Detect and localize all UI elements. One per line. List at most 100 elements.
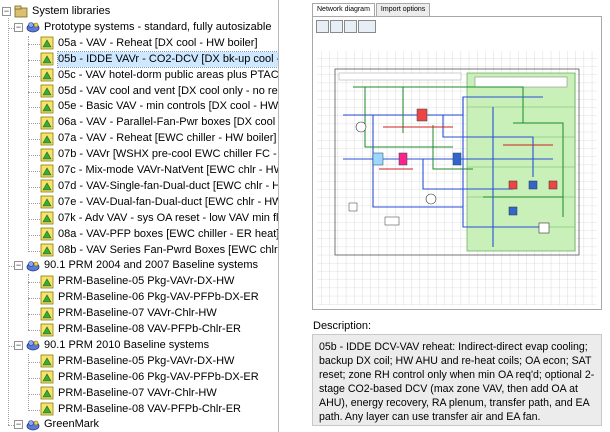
tree-guide-line xyxy=(28,409,40,411)
tree-item[interactable]: 06a - VAV - Parallel-Fan-Pwr boxes [DX c… xyxy=(40,115,279,130)
tree-item[interactable]: 07e - VAV-Dual-fan-Dual-duct [EWC chlr -… xyxy=(40,195,279,210)
system-icon xyxy=(40,195,54,209)
system-icon xyxy=(40,84,54,98)
tree-item[interactable]: PRM-Baseline-05 Pkg-VAVr-DX-HW xyxy=(40,274,234,289)
tree-item[interactable]: PRM-Baseline-05 Pkg-VAVr-DX-HW xyxy=(40,354,234,369)
zone-area xyxy=(466,72,576,252)
tree-item[interactable]: PRM-Baseline-06 Pkg-VAV-PFPb-DX-ER xyxy=(40,290,259,305)
system-icon xyxy=(40,179,54,193)
tree-item-label: Prototype systems - standard, fully auto… xyxy=(44,20,272,33)
supply-pipes xyxy=(379,126,553,170)
tree-item[interactable]: 07c - Mix-mode VAVr-NatVent [EWC chlr - … xyxy=(40,163,278,178)
tree-item-label: 05d - VAV cool and vent [DX cool only - … xyxy=(58,84,279,97)
tree-guide-line xyxy=(28,202,40,204)
tree-group[interactable]: − 90.1 PRM 2010 Baseline systems xyxy=(14,338,209,353)
tree-guide-line xyxy=(28,43,40,45)
collapse-toggle-icon[interactable]: − xyxy=(14,260,23,271)
tree-item-label: PRM-Baseline-08 VAV-PFPb-Chlr-ER xyxy=(58,402,241,415)
tree-guide-line xyxy=(28,107,40,109)
system-icon xyxy=(40,100,54,114)
system-boundary xyxy=(334,68,580,256)
tree-guide-line xyxy=(8,266,14,268)
tree-item[interactable]: 05b - IDDE VAVr - CO2-DCV [DX bk-up cool… xyxy=(40,50,278,68)
tree-guide-line xyxy=(28,35,29,251)
tree-item[interactable]: 05a - VAV - Reheat [DX cool - HW boiler] xyxy=(40,36,258,51)
tree-item[interactable]: PRM-Baseline-07 VAVr-Chlr-HW xyxy=(40,306,217,321)
tree-item[interactable]: 05c - VAV hotel-dorm public areas plus P… xyxy=(40,68,279,83)
folder-icon xyxy=(26,259,40,273)
tree-item-label: 08b - VAV Series Fan-Pwrd Boxes [EWC chl… xyxy=(58,243,279,256)
collapse-toggle-icon[interactable]: − xyxy=(2,6,11,16)
tree-item-label: PRM-Baseline-06 Pkg-VAV-PFPb-DX-ER xyxy=(58,370,259,383)
tree-guide-line xyxy=(28,274,29,330)
tree-item[interactable]: 07a - VAV - Reheat [EWC chiller - HW boi… xyxy=(40,131,276,146)
tree-item-label: PRM-Baseline-05 Pkg-VAVr-DX-HW xyxy=(58,354,235,367)
collapse-toggle-icon[interactable]: − xyxy=(14,419,23,430)
tree-guide-line xyxy=(28,314,40,316)
tree-guide-line xyxy=(28,186,40,188)
tree-guide-line xyxy=(28,330,40,331)
tree-guide-line xyxy=(8,425,14,427)
tree-item[interactable]: 07d - VAV-Single-fan-Dual-duct [EWC chlr… xyxy=(40,179,278,194)
tree-item[interactable]: 05e - Basic VAV - min controls [DX cool … xyxy=(40,99,279,114)
tree-item-label: 90.1 PRM 2010 Baseline systems xyxy=(44,338,210,351)
tree-guide-line xyxy=(28,353,29,410)
tree-item-label: PRM-Baseline-08 VAV-PFPb-Chlr-ER xyxy=(58,323,241,335)
tree-guide-line xyxy=(28,298,40,300)
tree-guide-line xyxy=(8,27,14,29)
system-icon xyxy=(40,386,54,400)
system-icon xyxy=(40,275,54,289)
tree-item[interactable]: 05d - VAV cool and vent [DX cool only - … xyxy=(40,84,279,99)
system-icon xyxy=(40,227,54,241)
collapse-toggle-icon[interactable]: − xyxy=(14,339,23,350)
tree-item-label: 07k - Adv VAV - sys OA reset - low VAV m… xyxy=(58,211,279,224)
tab-network-diagram[interactable]: Network diagram xyxy=(312,3,375,17)
tree-item-label: 05e - Basic VAV - min controls [DX cool … xyxy=(58,100,279,113)
system-icon xyxy=(40,52,54,66)
tree-group[interactable]: − Prototype systems - standard, fully aut… xyxy=(14,20,271,35)
system-icon xyxy=(40,354,54,368)
tree-item-label: 06a - VAV - Parallel-Fan-Pwr boxes [DX c… xyxy=(58,116,279,129)
tab-import-options[interactable]: Import options xyxy=(375,3,431,17)
tree-item[interactable]: 08a - VAV-PFP boxes [EWC chiller - ER he… xyxy=(40,227,278,242)
tree-guide-line xyxy=(28,75,40,77)
tree-item-label: 07a - VAV - Reheat [EWC chiller - HW boi… xyxy=(58,132,277,145)
tree-item[interactable]: PRM-Baseline-08 VAV-PFPb-Chlr-ER xyxy=(40,322,241,337)
tree-guide-line xyxy=(28,123,40,125)
collapse-toggle-icon[interactable]: − xyxy=(14,21,23,32)
water-pipes xyxy=(353,86,564,217)
tree-guide-line xyxy=(28,59,40,61)
tree-item-label: 05a - VAV - Reheat [DX cool - HW boiler] xyxy=(58,36,258,49)
tree-item[interactable]: PRM-Baseline-08 VAV-PFPb-Chlr-ER xyxy=(40,402,241,417)
library-icon xyxy=(14,5,28,19)
system-library-tree[interactable]: −System libraries−Prototype systems - st… xyxy=(0,0,279,432)
tree-guide-line xyxy=(8,18,9,426)
tree-item-label: 05c - VAV hotel-dorm public areas plus P… xyxy=(58,68,279,81)
tree-guide-line xyxy=(28,393,40,395)
tree-item-label: 90.1 PRM 2004 and 2007 Baseline systems xyxy=(44,259,259,272)
tree-guide-line xyxy=(28,91,40,93)
system-icon xyxy=(40,148,54,162)
tree-group[interactable]: −GreenMark xyxy=(14,417,99,432)
network-diagram-preview[interactable] xyxy=(312,16,602,310)
zoom-window-icon[interactable] xyxy=(358,20,376,33)
tree-item[interactable]: 07b - VAVr [WSHX pre-cool EWC chiller FC… xyxy=(40,147,279,162)
tree-guide-line xyxy=(28,139,40,141)
tree-item-label: 07e - VAV-Dual-fan-Dual-duct [EWC chlr -… xyxy=(58,195,279,208)
zoom-toolbar xyxy=(316,20,377,33)
zoom-in-icon[interactable] xyxy=(316,20,329,33)
zoom-out-icon[interactable] xyxy=(330,20,343,33)
tree-item[interactable]: 08b - VAV Series Fan-Pwrd Boxes [EWC chl… xyxy=(40,243,279,258)
folder-icon xyxy=(26,338,40,352)
tree-guide-line xyxy=(28,218,40,220)
tree-group[interactable]: − 90.1 PRM 2004 and 2007 Baseline systems xyxy=(14,258,258,273)
tree-item-label: PRM-Baseline-07 VAVr-Chlr-HW xyxy=(58,386,217,399)
tree-item[interactable]: PRM-Baseline-06 Pkg-VAV-PFPb-DX-ER xyxy=(40,370,259,385)
tree-item[interactable]: 07k - Adv VAV - sys OA reset - low VAV m… xyxy=(40,211,279,226)
zoom-fit-icon[interactable] xyxy=(344,20,357,33)
tree-root[interactable]: −System libraries xyxy=(2,4,110,19)
system-icon xyxy=(40,132,54,146)
tree-item[interactable]: PRM-Baseline-07 VAVr-Chlr-HW xyxy=(40,386,217,401)
hvac-network-diagram xyxy=(317,51,597,305)
tree-item-label: 07b - VAVr [WSHX pre-cool EWC chiller FC… xyxy=(58,148,279,161)
